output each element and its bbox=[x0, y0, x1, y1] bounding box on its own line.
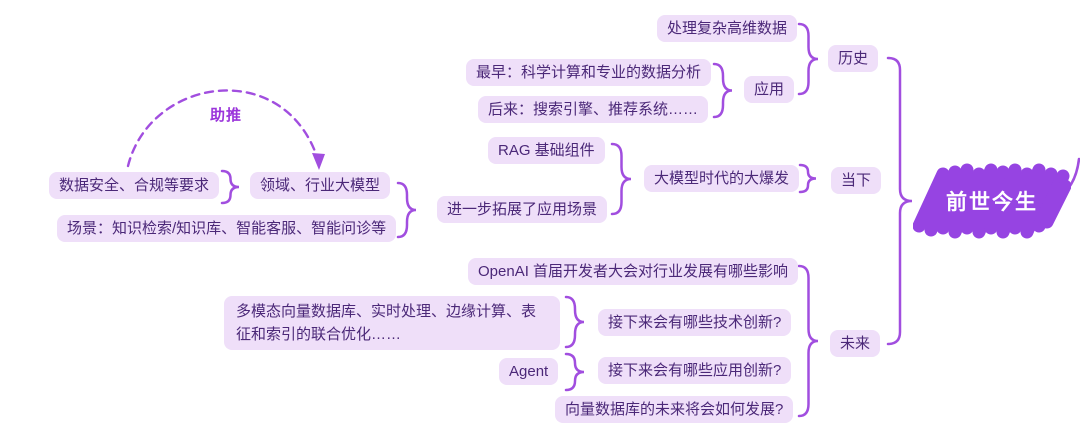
node-llm-bigbang[interactable]: 大模型时代的大爆发 bbox=[644, 165, 800, 192]
root-topic[interactable]: 前世今生 bbox=[913, 162, 1071, 240]
brace-bigbang-group bbox=[610, 142, 632, 216]
brace-now-group bbox=[798, 163, 817, 194]
node-category-history[interactable]: 历史 bbox=[828, 45, 879, 72]
node-vector-future[interactable]: 向量数据库的未来将会如何发展? bbox=[555, 396, 794, 423]
brace-tech-group bbox=[564, 295, 585, 349]
node-scene-knowledge[interactable]: 场景：知识检索/知识库、智能客服、智能问诊等 bbox=[57, 215, 397, 242]
root-topic-label: 前世今生 bbox=[946, 191, 1038, 214]
node-agent[interactable]: Agent bbox=[499, 358, 559, 385]
brace-domain-group bbox=[220, 169, 240, 205]
node-category-future[interactable]: 未来 bbox=[830, 330, 881, 357]
node-openai-devday[interactable]: OpenAI 首届开发者大会对行业发展有哪些影响 bbox=[468, 258, 799, 285]
boost-dashed-arrow bbox=[126, 89, 318, 168]
node-application[interactable]: 应用 bbox=[744, 76, 795, 103]
node-tech-innovation[interactable]: 接下来会有哪些技术创新? bbox=[598, 309, 792, 336]
node-app-innovation[interactable]: 接下来会有哪些应用创新? bbox=[598, 357, 792, 384]
brace-expand-group bbox=[396, 181, 417, 239]
node-domain-model[interactable]: 领域、行业大模型 bbox=[250, 172, 391, 199]
boost-arrowhead-icon bbox=[312, 153, 325, 170]
brace-application-group bbox=[712, 62, 733, 119]
node-expand-scenarios[interactable]: 进一步拓展了应用场景 bbox=[437, 196, 608, 223]
node-earliest-scientific[interactable]: 最早：科学计算和专业的数据分析 bbox=[466, 59, 712, 86]
brace-agent-group bbox=[564, 352, 585, 392]
node-category-now[interactable]: 当下 bbox=[831, 167, 882, 194]
node-handle-complex-data[interactable]: 处理复杂高维数据 bbox=[657, 15, 798, 42]
brace-future-group bbox=[797, 264, 819, 418]
boost-label: 助推 bbox=[210, 107, 243, 124]
node-data-security[interactable]: 数据安全、合规等要求 bbox=[49, 172, 220, 199]
brace-history-group bbox=[797, 22, 819, 96]
node-multimodal-optimization[interactable]: 多模态向量数据库、实时处理、边缘计算、表征和索引的联合优化…… bbox=[224, 296, 560, 350]
node-later-search[interactable]: 后来：搜索引擎、推荐系统…… bbox=[478, 96, 709, 123]
node-rag-component[interactable]: RAG 基础组件 bbox=[488, 137, 605, 164]
brace-root-group bbox=[886, 56, 913, 346]
